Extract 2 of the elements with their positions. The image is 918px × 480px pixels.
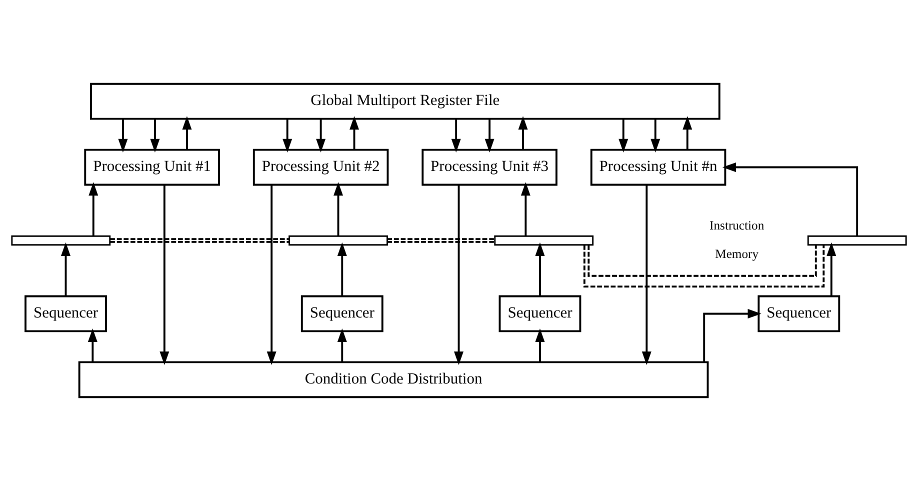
label: Memory [715, 246, 759, 260]
label: Instruction [710, 218, 764, 232]
